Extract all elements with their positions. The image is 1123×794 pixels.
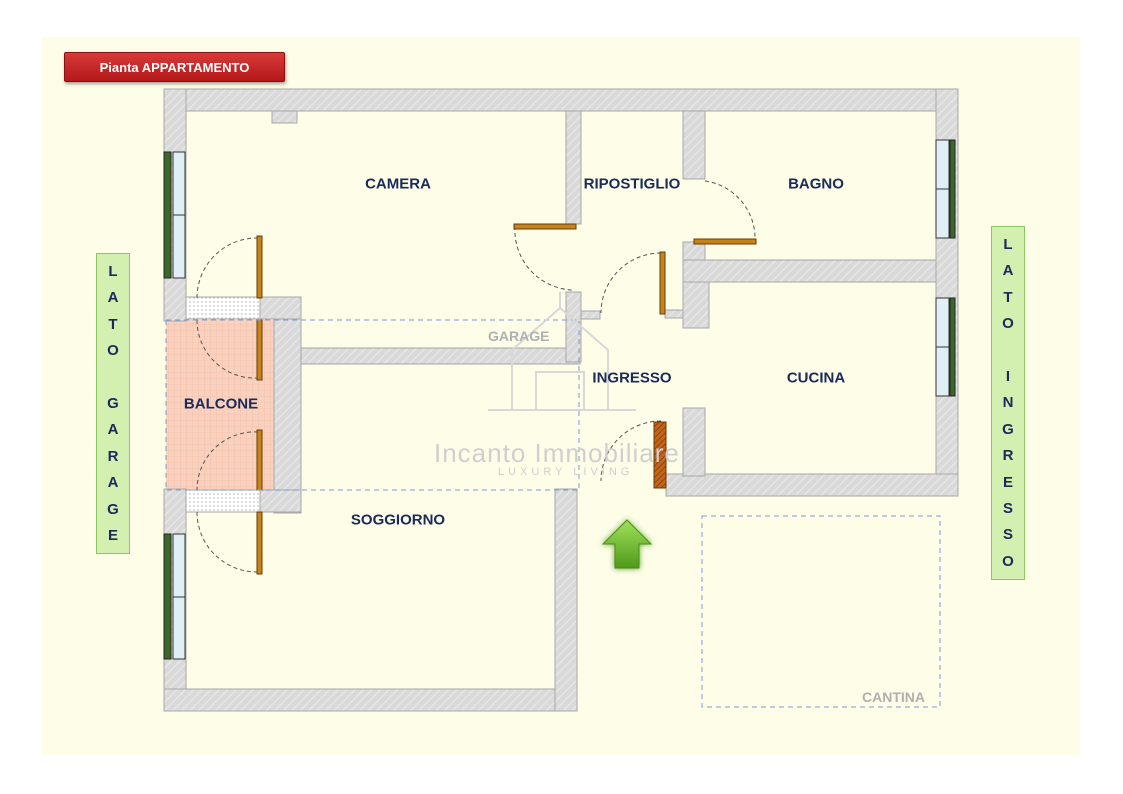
side-left-letter: G (107, 394, 119, 412)
side-left-letter: T (108, 315, 118, 333)
side-right-letter: O (1002, 315, 1014, 333)
room-label-cucina: CUCINA (786, 369, 846, 387)
plan-title: Pianta APPARTAMENTO (64, 52, 285, 82)
side-right-letter: O (1002, 552, 1014, 570)
entry-door (653, 421, 667, 489)
side-right-letter (1006, 343, 1010, 358)
watermark-tagline: LUXURY LIVING (498, 466, 634, 478)
side-right-letter: T (1003, 288, 1013, 306)
room-label-ripostiglio: RIPOSTIGLIO (583, 175, 681, 193)
side-right-letter: R (1002, 447, 1014, 465)
side-left-letter: R (107, 447, 119, 465)
balcony-floor (166, 320, 274, 490)
side-left-letter: L (108, 263, 118, 280)
side-right-letter: S (1002, 500, 1013, 518)
door-leaves (256, 223, 757, 575)
room-label-balcone: BALCONE (183, 395, 259, 413)
room-label-camera: CAMERA (365, 175, 431, 193)
garage-outline (165, 319, 580, 491)
door-opening-soggiorno (185, 489, 261, 513)
side-right-letter: I (1005, 368, 1011, 386)
room-label-ingresso: INGRESSO (592, 369, 672, 387)
side-left-letter: A (107, 421, 119, 439)
side-right-letter: N (1002, 394, 1014, 412)
side-left-letter: O (107, 342, 119, 360)
side-left-letter: A (107, 289, 119, 307)
arrow-up-icon (601, 519, 653, 569)
side-right-letter: E (1002, 473, 1013, 491)
side-right-letter: L (1003, 236, 1013, 253)
side-right-letter: A (1002, 262, 1014, 280)
side-left-letter: A (107, 474, 119, 492)
room-label-soggiorno: SOGGIORNO (350, 511, 446, 529)
room-label-bagno: BAGNO (788, 175, 844, 193)
overlay-label-garage: GARAGE (488, 328, 550, 344)
windows (163, 139, 956, 660)
door-swings (196, 180, 756, 573)
door-opening-camera (185, 296, 261, 320)
side-left-letter: G (107, 500, 119, 518)
overlay-label-cantina: CANTINA (862, 689, 925, 705)
side-right-letter: S (1002, 526, 1013, 544)
side-right-letter: G (1002, 420, 1014, 438)
cantina-outline (701, 515, 941, 708)
side-left-letter: E (107, 526, 118, 544)
watermark-logo (488, 292, 636, 411)
watermark-name: Incanto Immobiliare (434, 438, 680, 468)
side-left-letter (111, 370, 115, 385)
